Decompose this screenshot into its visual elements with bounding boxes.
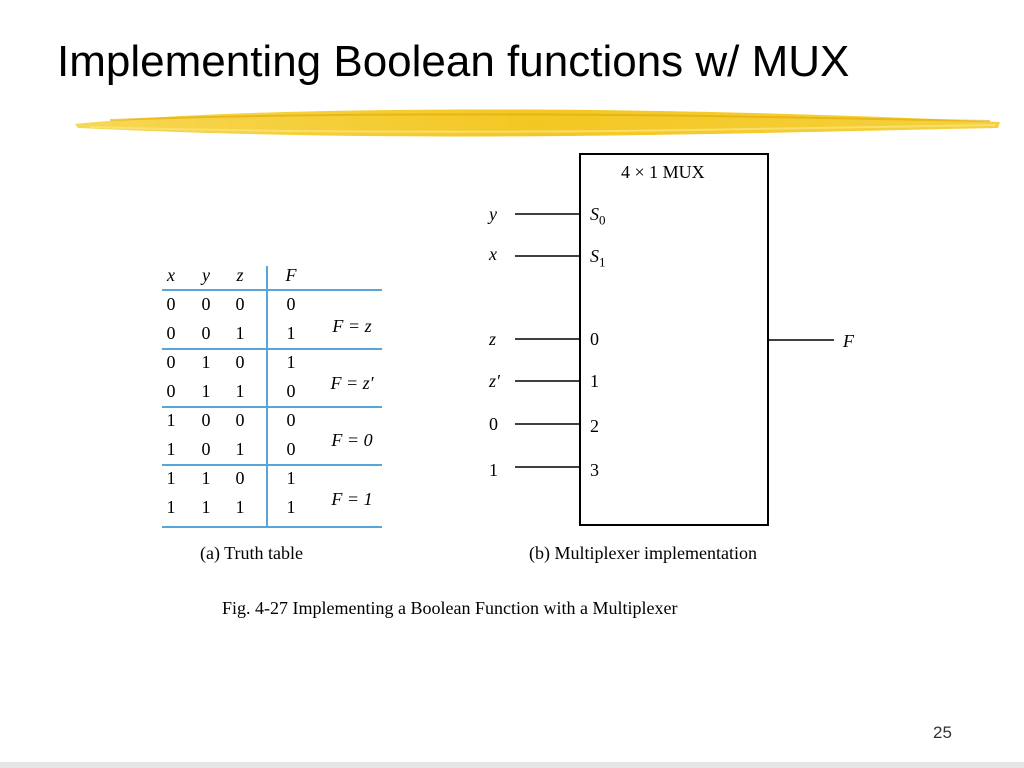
table-cell: 1 xyxy=(235,381,245,401)
data-signal-label: z xyxy=(489,329,497,349)
table-cell: 1 xyxy=(235,323,245,343)
title-underline-swoosh xyxy=(75,109,1000,137)
table-header-y: y xyxy=(202,265,210,285)
select-pin-label: S0 xyxy=(590,204,606,228)
group-expression: F = z′ xyxy=(330,373,374,393)
data-pin-label: 1 xyxy=(590,371,599,391)
table-cell: 0 xyxy=(166,381,176,401)
mux-title: 4 × 1 MUX xyxy=(621,162,705,182)
mux-caption: (b) Multiplexer implementation xyxy=(529,543,757,563)
data-signal-label: z′ xyxy=(489,371,500,391)
select-signal-label: y xyxy=(489,204,497,224)
table-cell: 1 xyxy=(201,497,211,517)
table-cell: 0 xyxy=(166,294,176,314)
table-cell: 1 xyxy=(166,468,176,488)
table-vertical-divider xyxy=(266,266,268,528)
table-cell: 1 xyxy=(235,497,245,517)
select-pin-label: S1 xyxy=(590,246,606,270)
table-cell: 1 xyxy=(286,352,296,372)
table-cell: 0 xyxy=(201,410,211,430)
table-cell: 0 xyxy=(201,323,211,343)
select-signal-label: x xyxy=(489,244,497,264)
bottom-bar xyxy=(0,762,1024,768)
table-cell: 0 xyxy=(235,468,245,488)
data-signal-label: 0 xyxy=(489,414,498,434)
table-cell: 1 xyxy=(166,497,176,517)
table-cell: 0 xyxy=(286,294,296,314)
table-cell: 0 xyxy=(201,439,211,459)
table-cell: 0 xyxy=(286,410,296,430)
table-group-rule xyxy=(162,406,382,408)
table-cell: 0 xyxy=(235,352,245,372)
table-cell: 0 xyxy=(235,294,245,314)
table-cell: 0 xyxy=(201,294,211,314)
mux-block xyxy=(579,153,769,526)
group-expression: F = 1 xyxy=(331,489,373,509)
output-label: F xyxy=(843,331,854,351)
table-cell: 0 xyxy=(286,381,296,401)
table-header-z: z xyxy=(236,265,244,285)
table-cell: 0 xyxy=(235,410,245,430)
table-cell: 1 xyxy=(286,323,296,343)
table-bottom-rule xyxy=(162,526,382,528)
table-cell: 1 xyxy=(166,410,176,430)
table-cell: 0 xyxy=(286,439,296,459)
table-cell: 1 xyxy=(286,468,296,488)
figure-caption: Fig. 4-27 Implementing a Boolean Functio… xyxy=(222,598,678,618)
data-pin-label: 3 xyxy=(590,460,599,480)
truth-table: x y z F 0 0 0 0 0 0 1 1 0 1 0 1 0 1 1 0 … xyxy=(162,264,384,530)
data-pin-label: 2 xyxy=(590,416,599,436)
table-cell: 1 xyxy=(235,439,245,459)
table-header-f: F xyxy=(285,265,297,285)
slide-title: Implementing Boolean functions w/ MUX xyxy=(57,37,850,86)
group-expression: F = z xyxy=(332,316,372,336)
data-pin-label: 0 xyxy=(590,329,599,349)
data-signal-label: 1 xyxy=(489,460,498,480)
table-cell: 1 xyxy=(166,439,176,459)
table-header-x: x xyxy=(167,265,175,285)
table-cell: 0 xyxy=(166,323,176,343)
table-header-rule xyxy=(162,289,382,291)
table-cell: 1 xyxy=(201,468,211,488)
group-expression: F = 0 xyxy=(331,430,373,450)
table-cell: 0 xyxy=(166,352,176,372)
table-group-rule xyxy=(162,464,382,466)
table-cell: 1 xyxy=(286,497,296,517)
page-number: 25 xyxy=(933,723,952,742)
table-cell: 1 xyxy=(201,381,211,401)
truth-table-caption: (a) Truth table xyxy=(200,543,303,563)
table-cell: 1 xyxy=(201,352,211,372)
table-group-rule xyxy=(162,348,382,350)
